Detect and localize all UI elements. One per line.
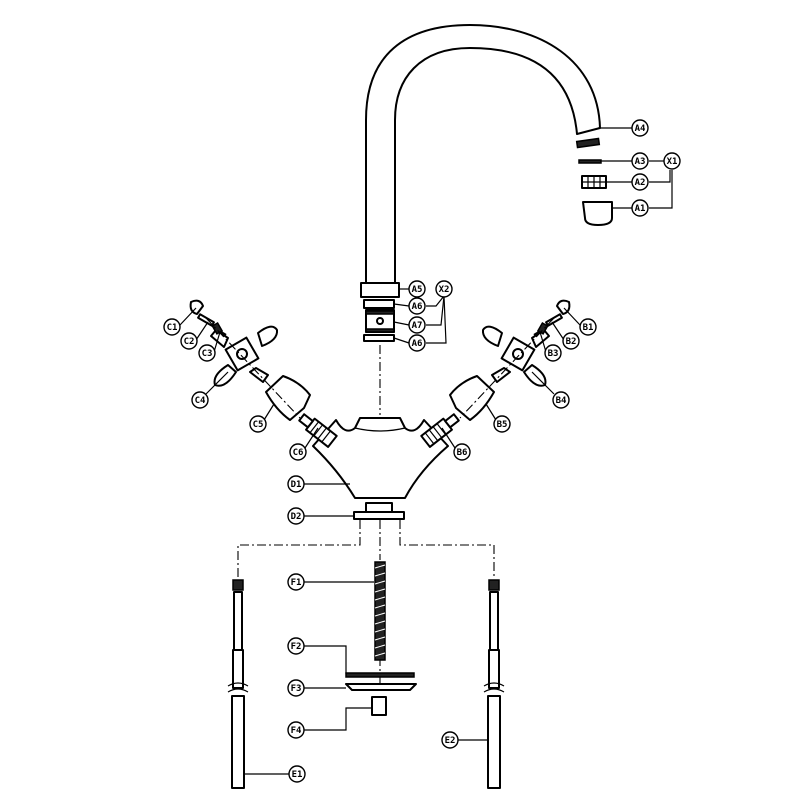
- label-A5: A5: [408, 280, 426, 298]
- svg-text:A6: A6: [412, 302, 423, 312]
- label-C3: C3: [198, 344, 216, 362]
- label-A6-upper: A6: [408, 297, 426, 315]
- label-E2: E2: [441, 731, 459, 749]
- label-F4: F4: [287, 721, 305, 739]
- svg-text:F2: F2: [291, 642, 302, 652]
- label-X1: X1: [663, 152, 681, 170]
- svg-text:D2: D2: [291, 512, 302, 522]
- label-B2: B2: [562, 332, 580, 350]
- svg-text:C1: C1: [167, 323, 178, 333]
- aerator-parts: [578, 159, 613, 226]
- label-bubbles: A4 A3 A2 A1 X1 A5 A6 A7 A6 X2 C1 C2 C3 C…: [163, 119, 681, 783]
- valve-C6: [298, 413, 338, 448]
- svg-text:F1: F1: [291, 578, 302, 588]
- threaded-rod-F1: [374, 561, 386, 661]
- label-D1: D1: [287, 475, 305, 493]
- label-F1: F1: [287, 573, 305, 591]
- svg-text:D1: D1: [291, 480, 302, 490]
- label-B4: B4: [552, 391, 570, 409]
- svg-text:A5: A5: [412, 285, 423, 295]
- hose-E1: [227, 579, 249, 789]
- nut-A5: [360, 282, 400, 298]
- svg-text:E1: E1: [292, 770, 303, 780]
- screw-B3: [533, 322, 549, 336]
- ring-A6-upper: [363, 299, 395, 309]
- label-C4: C4: [191, 391, 209, 409]
- label-A6-lower: A6: [408, 334, 426, 352]
- svg-text:E2: E2: [445, 736, 456, 746]
- valve-B6: [420, 413, 460, 448]
- shroud-C5: [265, 375, 311, 421]
- label-B6: B6: [453, 443, 471, 461]
- label-E1: E1: [288, 765, 306, 783]
- cross-handle-C4: [210, 325, 279, 387]
- spout-A4: [365, 24, 601, 284]
- svg-text:X2: X2: [439, 285, 450, 295]
- leader-lines: [179, 127, 673, 775]
- aerator-body-A1: [582, 201, 613, 226]
- gasket-F2: [345, 672, 415, 678]
- label-A2: A2: [631, 173, 649, 191]
- center-lines: [205, 317, 555, 690]
- ring-A6-lower: [363, 334, 395, 342]
- label-X2: X2: [435, 280, 453, 298]
- svg-text:C5: C5: [253, 420, 264, 430]
- svg-text:A1: A1: [635, 204, 646, 214]
- left-valve-assembly: [189, 299, 338, 448]
- hose-E2: [483, 579, 505, 789]
- label-F2: F2: [287, 637, 305, 655]
- svg-text:X1: X1: [667, 157, 678, 167]
- svg-text:A4: A4: [635, 124, 646, 134]
- svg-text:B6: B6: [457, 448, 468, 458]
- svg-text:B5: B5: [497, 420, 508, 430]
- svg-text:B1: B1: [583, 323, 594, 333]
- label-A4: A4: [631, 119, 649, 137]
- plate-F3: [345, 683, 417, 691]
- label-C1: C1: [163, 318, 181, 336]
- svg-text:C3: C3: [202, 349, 213, 359]
- svg-text:B2: B2: [566, 337, 577, 347]
- label-B3: B3: [544, 344, 562, 362]
- svg-text:A2: A2: [635, 178, 646, 188]
- body-D1: [312, 417, 449, 499]
- svg-text:B3: B3: [548, 349, 559, 359]
- washer-D2: [353, 511, 405, 520]
- label-B5: B5: [493, 415, 511, 433]
- spout-base-parts: [360, 282, 400, 342]
- svg-text:F3: F3: [291, 684, 302, 694]
- svg-text:C2: C2: [184, 337, 195, 347]
- label-D2: D2: [287, 507, 305, 525]
- label-F3: F3: [287, 679, 305, 697]
- cross-handle-B4: [481, 325, 550, 387]
- svg-text:B4: B4: [556, 396, 567, 406]
- svg-text:C6: C6: [293, 448, 304, 458]
- label-C5: C5: [249, 415, 267, 433]
- spout-aerator-ring: [575, 137, 601, 149]
- label-A1: A1: [631, 199, 649, 217]
- svg-text:F4: F4: [291, 726, 302, 736]
- label-A3: A3: [631, 152, 649, 170]
- svg-text:A6: A6: [412, 339, 423, 349]
- shroud-B5: [449, 375, 495, 421]
- nut-F4: [371, 696, 387, 716]
- svg-text:A3: A3: [635, 157, 646, 167]
- label-B1: B1: [579, 318, 597, 336]
- label-A7: A7: [408, 316, 426, 334]
- body-shank: [365, 502, 393, 513]
- svg-text:A7: A7: [412, 321, 423, 331]
- label-C2: C2: [180, 332, 198, 350]
- washer-A3: [578, 159, 602, 164]
- svg-text:C4: C4: [195, 396, 206, 406]
- label-C6: C6: [289, 443, 307, 461]
